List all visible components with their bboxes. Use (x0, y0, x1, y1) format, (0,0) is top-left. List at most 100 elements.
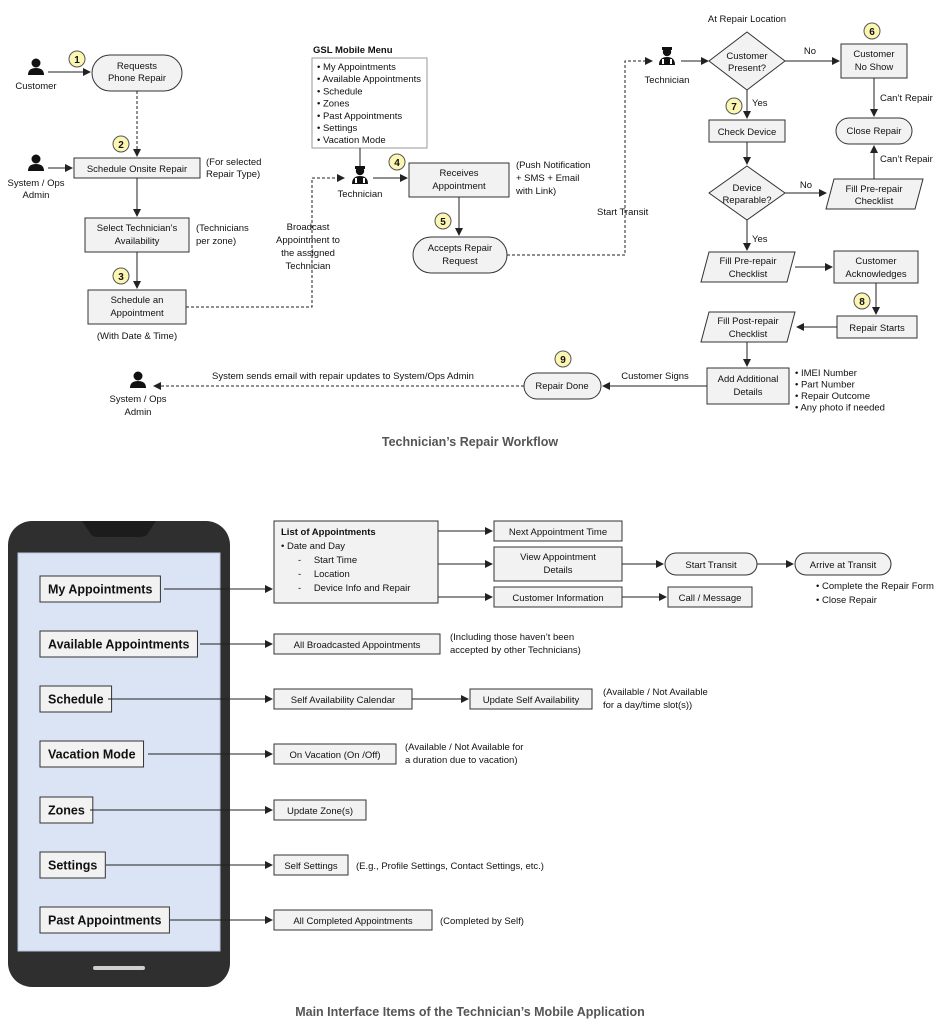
menu-item-label: My Appointments (48, 583, 152, 597)
menu-item-my-appointments[interactable]: My Appointments (39, 575, 161, 603)
note-text: Customer Signs (621, 371, 689, 382)
menu-item-box[interactable] (39, 906, 170, 934)
customer-icon (28, 58, 44, 75)
list-of-appointments-box (273, 520, 439, 604)
menu-item-vacation-mode[interactable]: Vacation Mode (39, 740, 145, 768)
customer-no-show-node (840, 43, 908, 79)
system-admin-label-2: Admin (23, 190, 50, 201)
menu-item-zones[interactable]: Zones (39, 796, 94, 824)
note-text: Start Transit (597, 207, 649, 218)
details-list-item: • IMEI Number (795, 368, 857, 379)
node-label: Reparable? (722, 195, 771, 206)
list-of-appointments-bullet: • Date and Day (281, 541, 345, 552)
note-text: (Push Notification (516, 160, 590, 171)
note-text: (E.g., Profile Settings, Contact Setting… (356, 861, 544, 872)
node-label: Appointment (110, 308, 164, 319)
technician-icon (659, 47, 675, 65)
step-number: 4 (394, 158, 400, 169)
menu-item-available-appointments[interactable]: Available Appointments (39, 630, 198, 658)
note-text: No (804, 46, 816, 57)
note-text: Appointment to (276, 235, 340, 246)
gsl-menu-list: • My Appointments• Available Appointment… (317, 62, 421, 146)
arrive-note: • Complete the Repair Form (816, 581, 934, 592)
add-details-node (706, 367, 790, 405)
note-text: (Including those haven’t been (450, 632, 574, 643)
step-badge (112, 135, 130, 153)
node-label: Schedule an (111, 295, 164, 306)
note-text: Repair Type) (206, 169, 260, 180)
arrive-note: • Close Repair (816, 595, 877, 606)
list-of-appointments-title: List of Appointments (281, 527, 376, 538)
menu-item-schedule[interactable]: Schedule (39, 685, 113, 713)
gsl-menu-item: • My Appointments (317, 62, 396, 73)
menu-item-box[interactable] (39, 630, 198, 658)
note-text: (Available / Not Available (603, 687, 708, 698)
note-text: (Technicians (196, 223, 249, 234)
system-admin-label: System / Ops (7, 178, 64, 189)
menu-item-box[interactable] (39, 685, 113, 713)
node-label: Call / Message (679, 593, 742, 604)
arrive-note-text: Complete the Repair Form (822, 581, 934, 592)
node-label: Checklist (729, 329, 768, 340)
on-vacation-box (273, 743, 397, 765)
step-badge (725, 97, 743, 115)
node-label: Requests (117, 61, 157, 72)
node-label: Request (442, 256, 478, 267)
step-number: 5 (440, 217, 446, 228)
step-badge (434, 212, 452, 230)
list-sub-text: Device Info and Repair (314, 583, 411, 594)
step-number: 6 (869, 27, 875, 38)
note-text: accepted by other Technicians) (450, 645, 581, 656)
node-label: Check Device (718, 127, 777, 138)
details-list-item: • Part Number (795, 380, 855, 391)
list-sub-text: Location (314, 569, 350, 580)
menu-item-settings[interactable]: Settings (39, 851, 106, 879)
step-number: 3 (118, 272, 124, 283)
node-label: Update Self Availability (483, 695, 580, 706)
node-label: Device (732, 183, 761, 194)
menu-item-label: Settings (48, 859, 97, 873)
node-label: On Vacation (On /Off) (290, 750, 381, 761)
node-label: Checklist (729, 269, 768, 280)
step-number: 2 (118, 140, 124, 151)
note-text: for a day/time slot(s)) (603, 700, 692, 711)
system-admin-icon (130, 371, 146, 388)
arrive-note-text: Close Repair (822, 595, 877, 606)
note-text: Can’t Repair (880, 93, 933, 104)
note-text: (Available / Not Available for (405, 742, 523, 753)
fill-prerepair-right-node (825, 178, 924, 210)
node-label: Appointment (432, 181, 486, 192)
node-label: Select Technician’s (97, 223, 178, 234)
node-label: Availability (115, 236, 160, 247)
step-badge (68, 50, 86, 68)
gsl-menu-title: GSL Mobile Menu (313, 45, 393, 56)
technician-icon (352, 166, 368, 184)
gsl-menu-box (311, 57, 428, 149)
system-admin-label: System / Ops (109, 394, 166, 405)
receives-appointment-node (408, 162, 510, 198)
step-badge (863, 22, 881, 40)
gsl-menu-item: • Past Appointments (317, 111, 402, 122)
list-sub-item: - Device Info and Repair (298, 583, 410, 594)
node-label: Self Availability Calendar (291, 695, 395, 706)
node-label: Customer (726, 51, 767, 62)
workflow-caption: Technician’s Repair Workflow (382, 435, 558, 449)
menu-item-past-appointments[interactable]: Past Appointments (39, 906, 170, 934)
step-number: 8 (859, 297, 865, 308)
menu-item-box[interactable] (39, 796, 94, 824)
update-zones-box (273, 799, 367, 821)
system-admin-icon (28, 154, 44, 171)
menu-item-box[interactable] (39, 740, 145, 768)
node-label: Fill Pre-repair (845, 184, 902, 195)
note-text: a duration due to vacation) (405, 755, 518, 766)
gsl-menu-item: • Available Appointments (317, 74, 421, 85)
node-label: Add Additional (718, 374, 779, 385)
step-badge (388, 153, 406, 171)
menu-item-box[interactable] (39, 575, 161, 603)
all-completed-box (273, 909, 433, 931)
node-label: Close Repair (847, 126, 902, 137)
menu-item-box[interactable] (39, 851, 106, 879)
node-label: Checklist (855, 196, 894, 207)
step-badge (853, 292, 871, 310)
note-text: Yes (752, 234, 768, 245)
